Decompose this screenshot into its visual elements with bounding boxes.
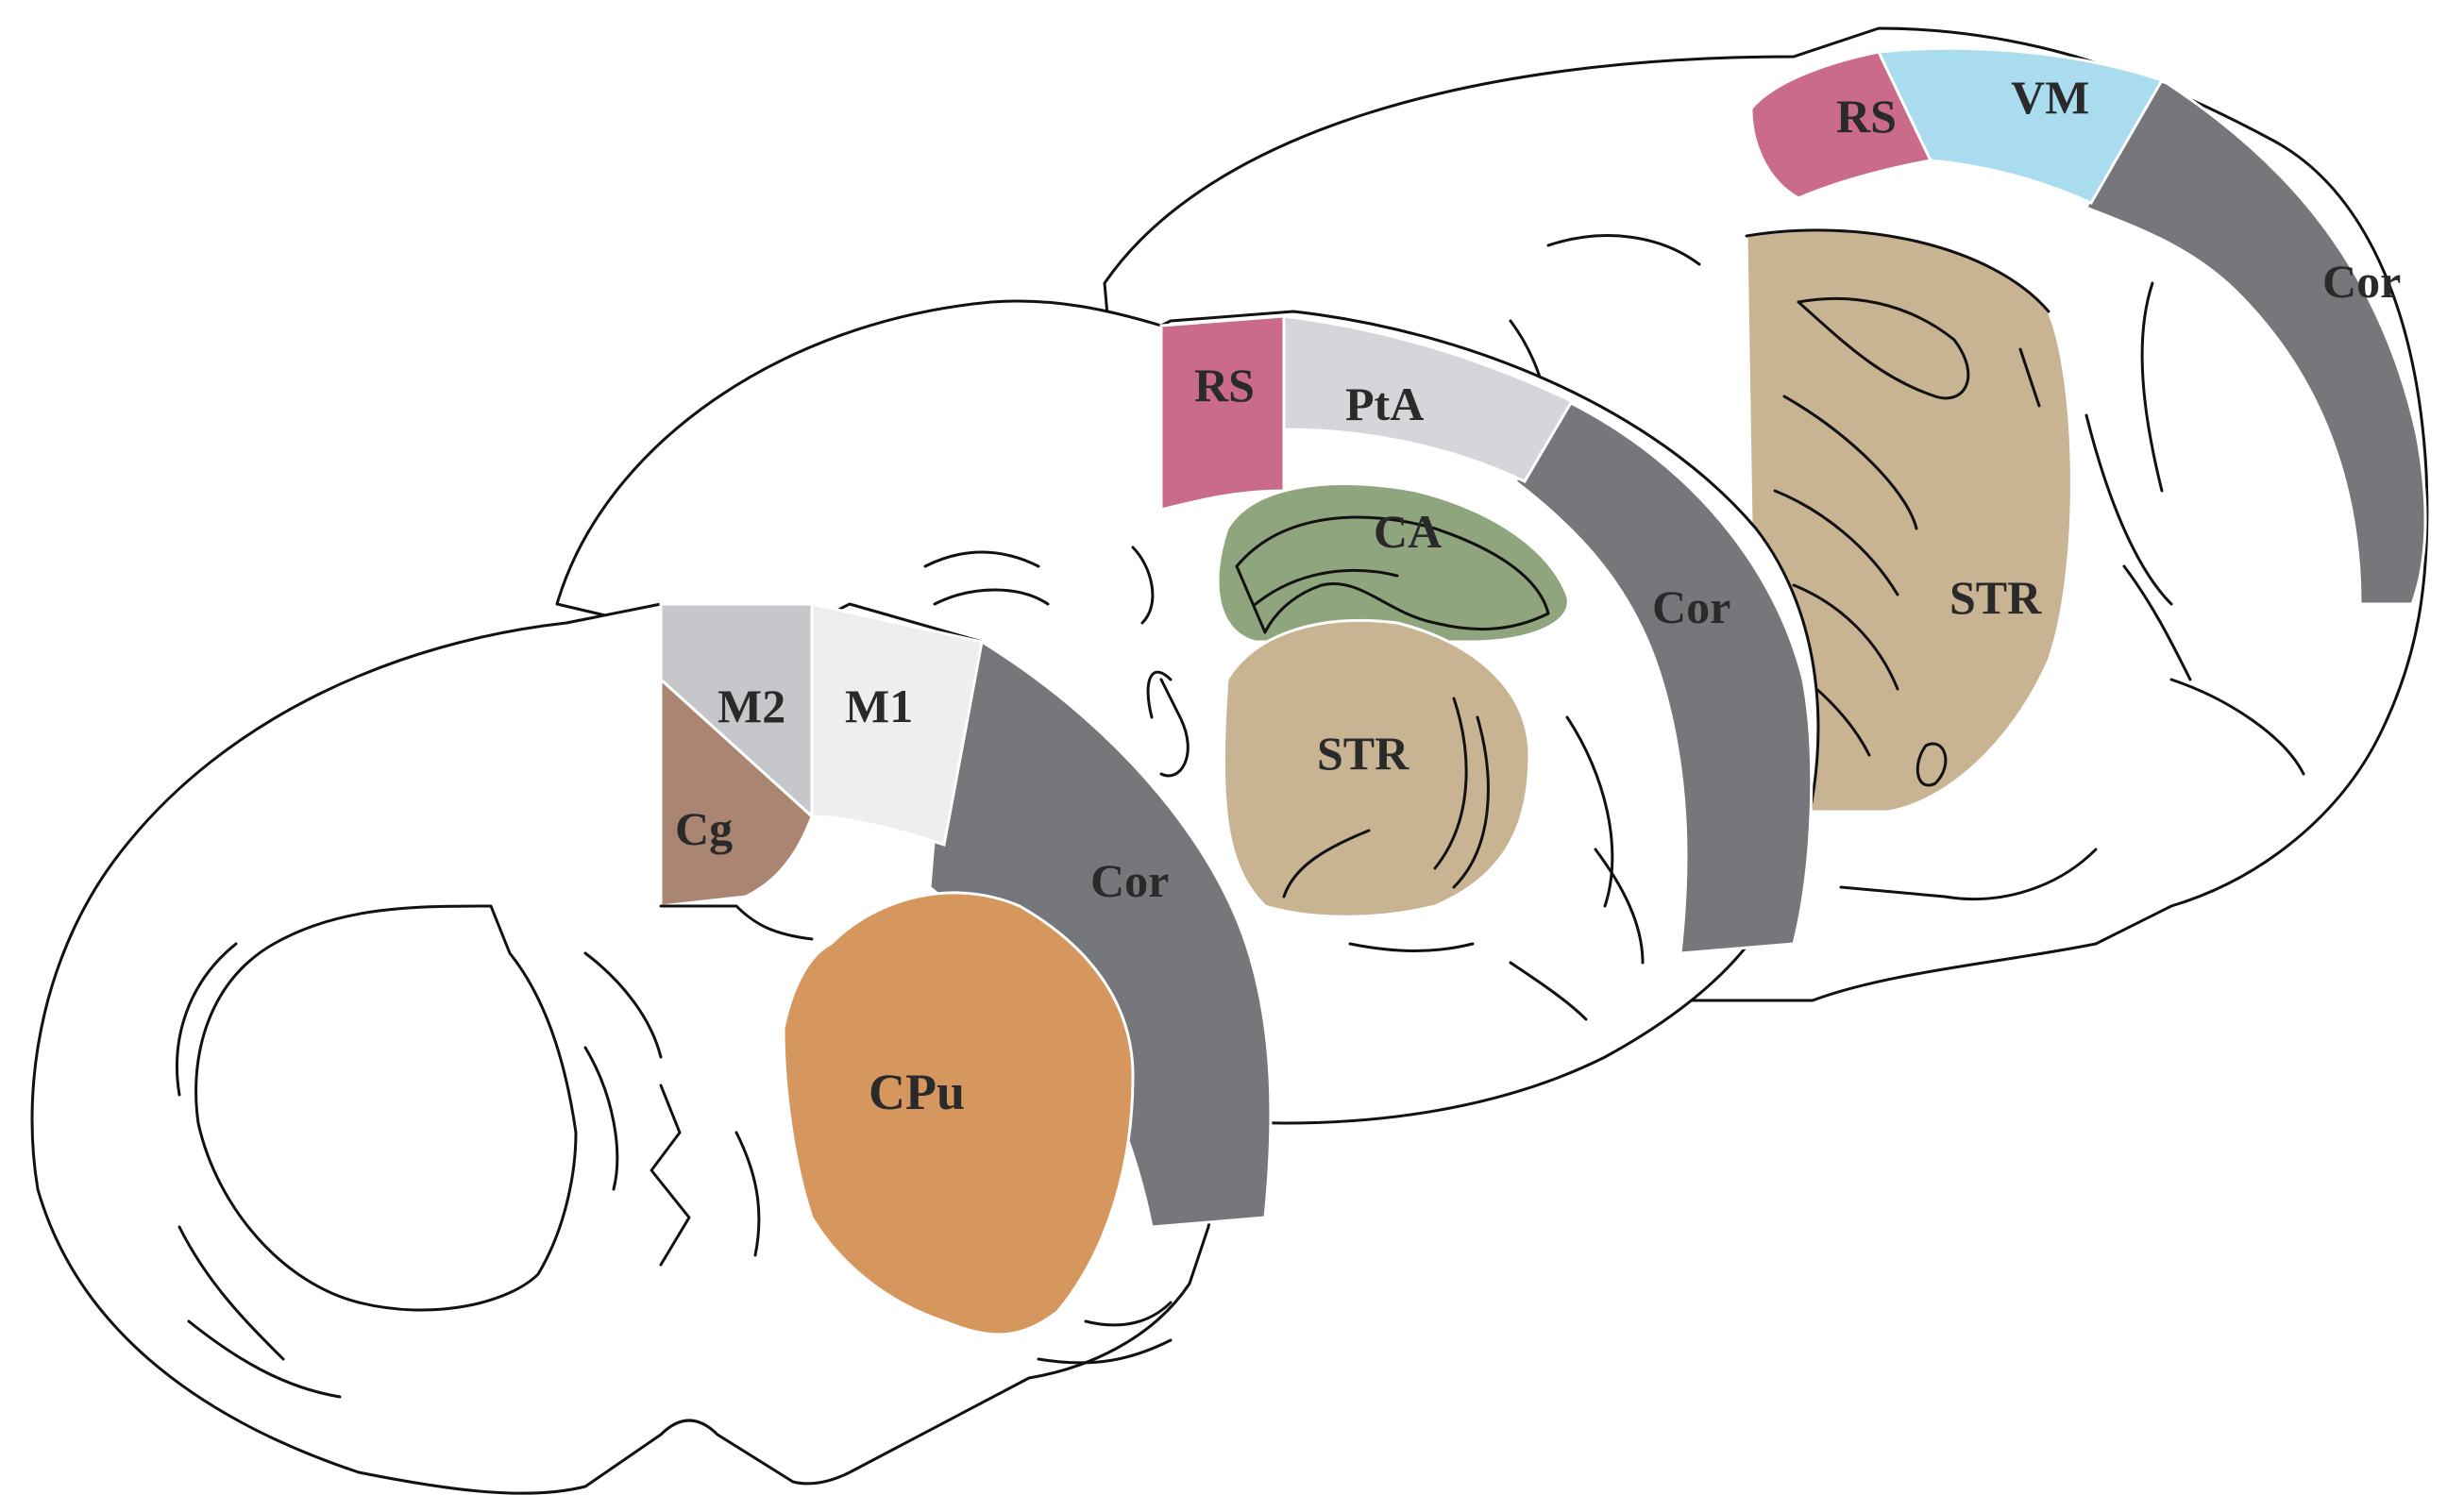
middle-rs-region [1159, 314, 1286, 512]
front-cpu-region [782, 891, 1135, 1336]
middle-str-label: STR [1317, 727, 1409, 780]
front-m1-label: M1 [845, 680, 913, 732]
front-cpu-label: CPu [869, 1064, 965, 1120]
back-rs-label: RS [1836, 90, 1897, 143]
middle-rs-label: RS [1194, 359, 1255, 412]
front-inner-lines [176, 904, 1173, 1399]
back-rs-region [1749, 50, 1933, 200]
middle-cortex-region [1512, 399, 1814, 955]
middle-pta-region [1282, 314, 1575, 483]
middle-cor-label: Cor [1652, 580, 1730, 633]
front-cor-label: Cor [1090, 854, 1169, 907]
back-vm-region [1876, 46, 2165, 205]
middle-str-region [1222, 619, 1531, 918]
front-m1-region [810, 602, 984, 847]
middle-inner-lines [923, 515, 1645, 1021]
front-cg-region [659, 676, 814, 908]
front-m2-label: M2 [717, 680, 785, 732]
back-vm-label: VM [2011, 71, 2089, 124]
middle-pta-label: PtA [1345, 378, 1424, 430]
back-cortex-region [2084, 74, 2427, 606]
back-str-label: STR [1949, 571, 2042, 624]
front-cg-label: Cg [675, 802, 733, 855]
middle-section: RS PtA CA Cor STR [555, 299, 1820, 1125]
front-section: M2 M1 Cg Cor CPu [30, 602, 1273, 1495]
middle-ca-label: CA [1374, 505, 1442, 558]
back-cor-label: Cor [2322, 255, 2401, 308]
